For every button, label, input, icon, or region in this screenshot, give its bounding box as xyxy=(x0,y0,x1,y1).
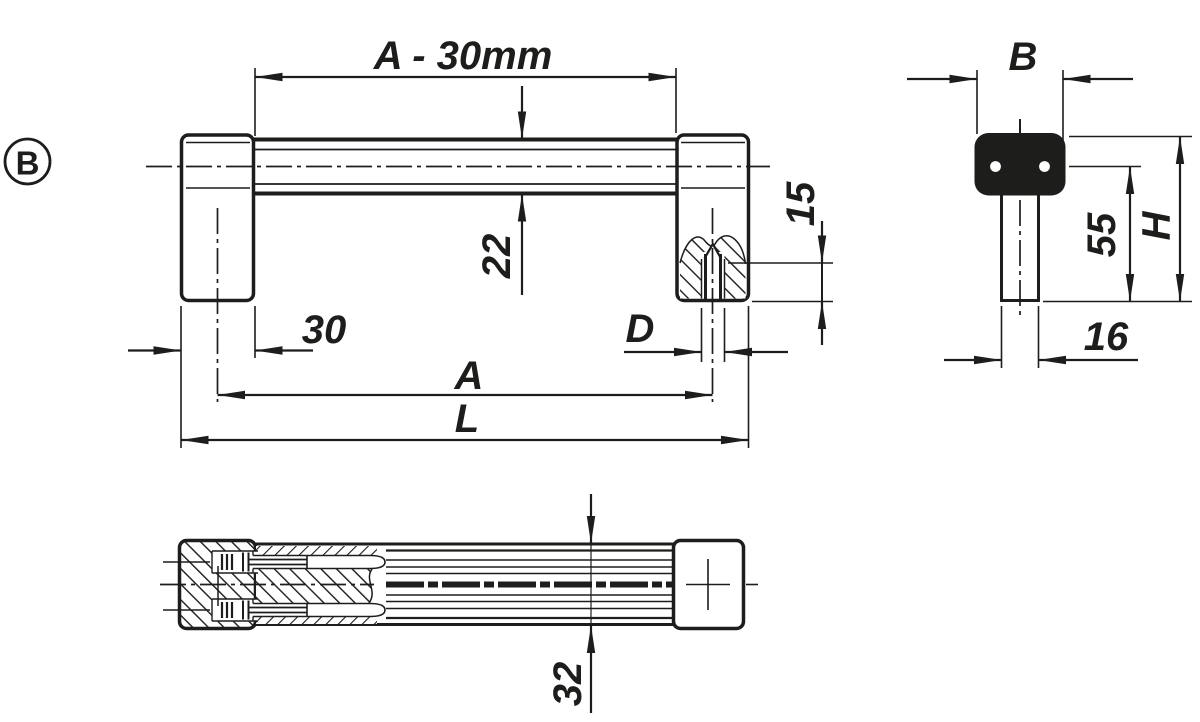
front-grip-outer-edges xyxy=(253,137,678,196)
head-pocket-outlines xyxy=(211,550,258,622)
cap-hole-left xyxy=(990,161,1001,172)
side-view-part xyxy=(974,119,1066,317)
front-feet-bore-edges xyxy=(186,141,745,189)
dim-tube-diameter-label: 22 xyxy=(475,234,519,280)
dim-width-label: B xyxy=(1009,35,1038,79)
dim-thread-diameter-label: D xyxy=(626,307,655,351)
dim-hole-spacing: A xyxy=(217,354,713,400)
front-view: A - 30mm 22 30 A L D xyxy=(128,34,833,448)
screw-axis-stubs xyxy=(163,561,210,611)
thread-hole-fill xyxy=(701,252,725,299)
grip-flute-outer-lines xyxy=(386,549,673,620)
view-label-letter: B xyxy=(16,145,40,182)
tube-wall-hatch-bottom xyxy=(256,616,377,624)
tube-wall-hatch-top xyxy=(256,546,377,555)
dim-hole-offset: 30 xyxy=(128,308,347,355)
side-extension-lines xyxy=(976,70,1192,368)
thread-minor-lines xyxy=(704,254,722,300)
dim-overall-length: L xyxy=(181,397,749,445)
bottom-grip-edges xyxy=(255,542,675,626)
side-cap-silhouette xyxy=(974,133,1066,196)
dim-hole-height-label: 55 xyxy=(1080,212,1124,257)
dim-depth: 32 xyxy=(546,494,596,713)
front-view-part xyxy=(179,133,751,303)
screw-washer-lines xyxy=(242,600,250,620)
dim-hole-height: 55 xyxy=(1080,166,1135,302)
side-view: B 55 H 16 xyxy=(907,35,1192,368)
dim-hole-spacing-label: A xyxy=(454,354,484,398)
dim-width: B xyxy=(907,35,1133,84)
screw-shaft-lines xyxy=(248,606,307,614)
front-centerlines xyxy=(146,165,770,402)
drill-cone-outline xyxy=(703,241,722,260)
dim-thread-depth-label: 15 xyxy=(779,181,823,226)
dim-foot-thickness: 16 xyxy=(944,315,1138,365)
screw-head-lines xyxy=(220,602,234,618)
screw-head-lines xyxy=(220,554,234,570)
dim-depth-label: 32 xyxy=(546,662,590,707)
dim-overall-height-label: H xyxy=(1135,210,1179,240)
plug-break-line xyxy=(368,568,373,604)
section-break-line xyxy=(679,235,747,265)
grip-flute-lines xyxy=(386,559,673,610)
dim-grip-length-label: A - 30mm xyxy=(373,34,553,78)
head-pocket-top-fill xyxy=(212,551,258,573)
view-label-badge: B xyxy=(3,137,52,186)
thread-major-lines xyxy=(700,259,726,299)
dim-overall-length-label: L xyxy=(455,397,479,441)
bottom-view: 32 xyxy=(160,494,758,713)
dim-foot-thickness-label: 16 xyxy=(1084,315,1129,359)
screw-top xyxy=(220,552,308,572)
dim-grip-length: A - 30mm xyxy=(255,34,676,82)
right-cap-center-cross xyxy=(686,559,730,610)
dim-thread-diameter: D xyxy=(624,307,788,357)
screw-washer-lines xyxy=(242,552,250,572)
view-label-circle xyxy=(3,137,52,186)
screw-channel-bottom xyxy=(253,602,386,618)
cap-plug-hatch xyxy=(256,569,373,603)
dim-tube-diameter: 22 xyxy=(475,86,527,295)
screw-bottom xyxy=(220,600,308,620)
front-extension-lines xyxy=(180,68,833,448)
bottom-centerlines xyxy=(160,561,758,611)
dim-thread-depth: 15 xyxy=(779,181,827,345)
head-pocket-bottom-fill xyxy=(212,599,258,621)
dim-hole-offset-label: 30 xyxy=(302,308,347,352)
cap-hole-right xyxy=(1039,161,1050,172)
screw-shaft-lines xyxy=(248,558,307,566)
front-grip-inner-edges xyxy=(253,148,678,185)
screw-channel-top xyxy=(253,554,386,570)
dim-overall-height: H xyxy=(1135,136,1185,302)
